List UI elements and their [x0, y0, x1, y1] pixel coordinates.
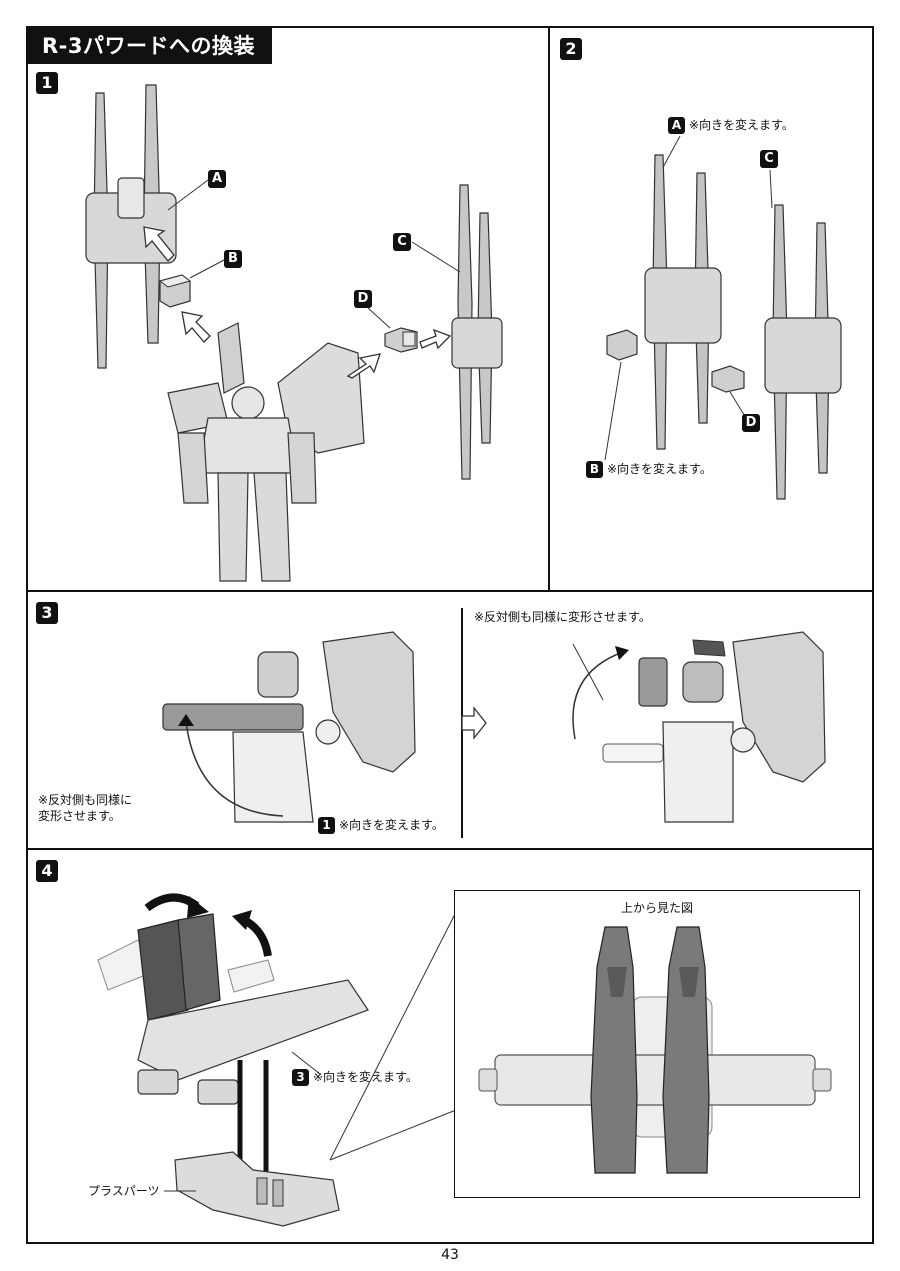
part-d-illustration: [384, 327, 418, 353]
step-4-leader-3: [291, 1051, 321, 1075]
step-1-label-d: D: [354, 290, 372, 308]
step-3-left-figure-illustration: [162, 631, 416, 823]
step-3-panel: 3 ※反対側も同様に 変形させます。 1 ※向きを変えます。 ※反対側も同様に変形…: [28, 592, 874, 848]
plus-parts-label: プラスパーツ: [88, 1184, 160, 1198]
page-number: 43: [441, 1247, 459, 1263]
topview-box: 上から見た図: [454, 890, 860, 1198]
step-1-leader-d: [367, 307, 391, 329]
step-2-leader-b: [604, 361, 622, 461]
step-2-part-d-illustration: [711, 365, 745, 393]
step-1-arrow-d-to-c: [419, 328, 452, 350]
part-b-illustration: [158, 274, 192, 308]
manual-frame: R-3パワードへの換装 1 A B: [26, 26, 874, 1244]
step-3-note-right: ※反対側も同様に変形させます。: [474, 610, 651, 624]
step-3-badge: 3: [36, 602, 58, 624]
part-c-illustration: [451, 184, 503, 480]
step-2-part-a-illustration: [644, 154, 722, 450]
step-1-label-c: C: [393, 233, 411, 251]
step-1-panel: R-3パワードへの換装 1 A B: [28, 28, 548, 590]
step-2-part-b-illustration: [606, 329, 638, 361]
topview-illustration: [478, 926, 832, 1174]
topview-callout-lines: [329, 911, 457, 1161]
step-1-arrow-body-to-d: [346, 353, 381, 379]
step-1-arrow-b-to-a: [143, 226, 175, 262]
step-1-arrow-body-to-b: [181, 311, 211, 343]
step-2-note-a: A ※向きを変えます。: [668, 116, 794, 134]
step-1-badge: 1: [36, 72, 58, 94]
plus-parts-illustration: [174, 1151, 340, 1227]
step-2-label-d: D: [742, 414, 760, 432]
divider-horizontal-2: [28, 848, 874, 850]
step-3-note-ref: 1 ※向きを変えます。: [318, 816, 444, 834]
step-4-module-illustration: [97, 913, 369, 1105]
step-2-panel: 2 A※向きを変えます。 C B※向きを: [550, 28, 874, 590]
step-2-leader-c: [769, 169, 773, 209]
step-4-note-ref-text: ※向きを変えます。: [313, 1070, 418, 1084]
section-title: R-3パワードへの換装: [28, 28, 272, 64]
step-3-right-figure-illustration: [602, 631, 826, 823]
topview-caption: 上から見た図: [620, 901, 693, 915]
step-2-badge: 2: [560, 38, 582, 60]
step-1-leader-c: [411, 241, 461, 273]
step-4-badge: 4: [36, 860, 58, 882]
step-1-leader-b: [189, 259, 225, 279]
step-4-rotate-arrow-a: [144, 893, 209, 918]
step-2-note-a-text: ※向きを変えます。: [689, 118, 794, 132]
step-3-ref-badge: 1: [318, 817, 335, 834]
step-2-part-c-illustration: [764, 204, 842, 500]
step-1-label-a: A: [208, 170, 226, 188]
step-2-label-c: C: [760, 150, 778, 168]
step-3-rotate-arrow-right: [572, 643, 629, 740]
step-3-rotate-arrow-left: [178, 714, 284, 817]
step-3-note-left: ※反対側も同様に 変形させます。: [38, 793, 133, 823]
step-2-label-a: A: [668, 117, 685, 134]
step-2-note-b-text: ※向きを変えます。: [607, 462, 712, 476]
step-1-leader-a: [167, 179, 209, 211]
step-4-panel: 4 3 ※向きを変えます。: [28, 850, 874, 1244]
divider-horizontal-1: [28, 590, 874, 592]
step-2-leader-d: [729, 391, 747, 419]
step-4-note-ref: 3 ※向きを変えます。: [292, 1068, 418, 1086]
step-2-label-b: B: [586, 461, 603, 478]
part-a-illustration: [85, 84, 177, 369]
step-3-note-ref-text: ※向きを変えます。: [339, 818, 444, 832]
step-3-next-arrow: [461, 706, 487, 740]
gundam-figure-illustration: [167, 322, 365, 582]
step-2-note-b: B ※向きを変えます。: [586, 460, 712, 478]
divider-vertical-top: [548, 28, 550, 590]
step-1-label-b: B: [224, 250, 242, 268]
step-4-rotate-arrow-b: [232, 910, 272, 957]
plus-parts-leader: [164, 1190, 196, 1192]
step-4-ref-badge: 3: [292, 1069, 309, 1086]
